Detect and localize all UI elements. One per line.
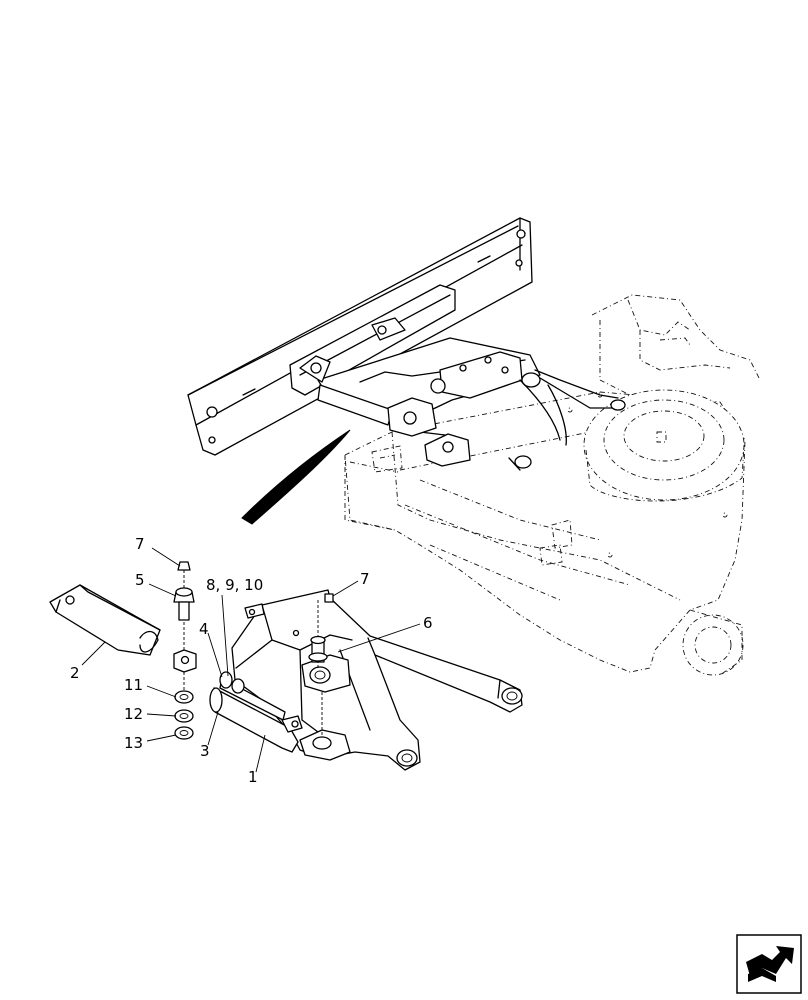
callout-labels: 7 5 8, 9, 10 7 4 6 2 11 12 13 3 1 (70, 535, 433, 786)
callout-7-right: 7 (360, 570, 370, 588)
callout-4: 4 (199, 620, 209, 638)
callout-2: 2 (70, 664, 80, 682)
leader-lines (81, 547, 421, 773)
callout-3: 3 (200, 742, 210, 760)
next-page-arrow-icon[interactable] (736, 934, 802, 994)
curved-arrow (241, 429, 351, 525)
callout-13: 13 (124, 734, 143, 752)
callout-1: 1 (248, 768, 258, 786)
callout-12: 12 (124, 705, 143, 723)
callout-8-9-10: 8, 9, 10 (206, 576, 263, 594)
exploded-view (49, 561, 523, 771)
callout-6: 6 (423, 614, 433, 632)
dozer-blade-assembly (187, 217, 626, 471)
callout-7-left: 7 (135, 535, 145, 553)
callout-11: 11 (124, 676, 143, 694)
callout-5: 5 (135, 571, 145, 589)
